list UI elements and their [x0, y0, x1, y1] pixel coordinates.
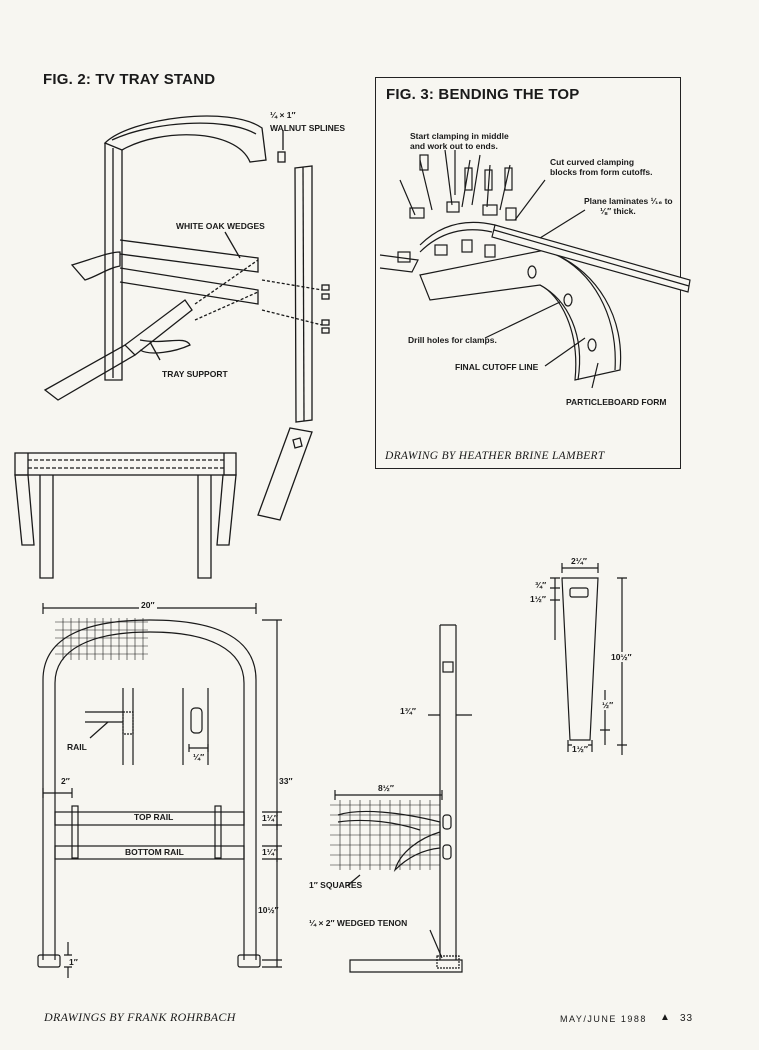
- triangle-icon: ▲: [660, 1012, 670, 1023]
- top-rail-label: TOP RAIL: [134, 812, 174, 822]
- bottom-rail-label: BOTTOM RAIL: [125, 847, 184, 857]
- dim-foot: 1″: [69, 957, 78, 967]
- dim-rail-bottom: 1¼″: [262, 847, 278, 857]
- start-clamping-label-2: and work out to ends.: [410, 141, 498, 151]
- cut-blocks-label-2: blocks from form cutoffs.: [550, 167, 653, 177]
- dim-bottom: 10½″: [258, 905, 279, 915]
- footer-issue: MAY/JUNE 1988: [560, 1014, 647, 1024]
- tenon-label: ¼ × 2″ WEDGED TENON: [309, 918, 408, 928]
- plane-label-2: ⅛″ thick.: [600, 206, 636, 216]
- rail-label: RAIL: [67, 742, 87, 752]
- dim-detail: ¼″: [193, 752, 205, 762]
- splines-size-label: ¼ × 1″: [270, 110, 296, 120]
- dim-112b: 1½″: [572, 744, 588, 754]
- drill-label: Drill holes for clamps.: [408, 335, 497, 345]
- plane-label: Plane laminates ¹⁄₁₆ to: [584, 196, 673, 206]
- dim-1012: 10½″: [611, 652, 632, 662]
- dim-2: 2″: [61, 776, 70, 786]
- dim-height: 33″: [279, 776, 293, 786]
- fig3-title: FIG. 3: BENDING THE TOP: [386, 86, 580, 103]
- dim-812: 8½″: [378, 783, 394, 793]
- dim-rail-top: 1¼″: [262, 813, 278, 823]
- dim-34: ¾″: [535, 580, 547, 590]
- dim-12: ½″: [602, 700, 614, 710]
- footer-credit: DRAWINGS BY FRANK ROHRBACH: [44, 1010, 236, 1024]
- form-label: PARTICLEBOARD FORM: [566, 397, 667, 407]
- fig3-box: [375, 77, 681, 469]
- fig2-title: FIG. 2: TV TRAY STAND: [43, 71, 216, 88]
- dim-width: 20″: [139, 600, 157, 610]
- splines-label: WALNUT SPLINES: [270, 123, 346, 133]
- cutoff-label: FINAL CUTOFF LINE: [455, 362, 539, 372]
- wedges-label: WHITE OAK WEDGES: [176, 221, 265, 231]
- dim-112a: 1½″: [530, 594, 546, 604]
- squares-label: 1″ SQUARES: [309, 880, 363, 890]
- page-number: 33: [680, 1013, 694, 1024]
- cut-blocks-label: Cut curved clamping: [550, 157, 635, 167]
- dim-214: 2¼″: [571, 556, 587, 566]
- dim-134: 1¾″: [400, 706, 416, 716]
- fig3-credit: DRAWING BY HEATHER BRINE LAMBERT: [385, 450, 605, 462]
- tray-support-label: TRAY SUPPORT: [162, 369, 228, 379]
- start-clamping-label: Start clamping in middle: [410, 131, 509, 141]
